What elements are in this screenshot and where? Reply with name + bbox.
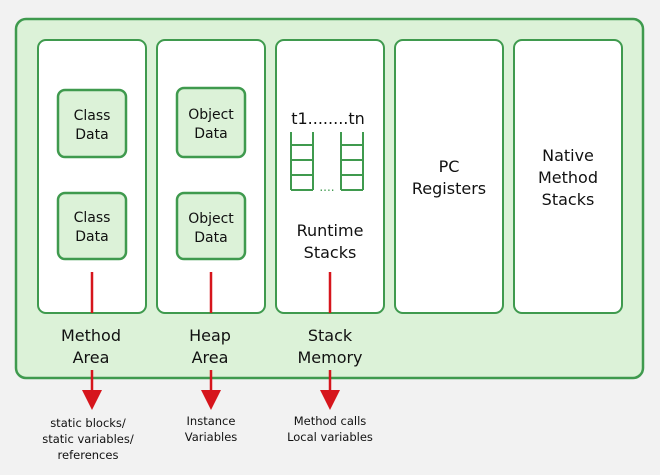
pc-registers-column [394, 39, 504, 314]
stack-ladder-icon [290, 132, 364, 191]
runtime-stacks-label: Stacks [304, 243, 357, 262]
class-data-box [56, 191, 128, 261]
native-method-stacks-column [513, 39, 623, 314]
method-area-label: Area [73, 348, 110, 367]
heap-area-note: Instance [187, 414, 236, 428]
stack-title: t1........tn [291, 109, 365, 128]
stack-memory-label: Memory [297, 348, 362, 367]
stack-memory-note: Local variables [287, 430, 373, 444]
pc-registers-label: Registers [412, 179, 486, 198]
pc-registers-label: PC [439, 157, 460, 176]
stack-memory-label: Stack [308, 326, 353, 345]
object-data-text: Data [194, 126, 227, 142]
object-data-box [175, 86, 247, 159]
heap-area-note: Variables [185, 430, 238, 444]
object-data-text: Data [194, 230, 227, 246]
stack-memory-note: Method calls [294, 414, 367, 428]
method-area-note: references [58, 448, 119, 462]
method-area-label: Method [61, 326, 121, 345]
object-data-text: Object [188, 107, 234, 123]
class-data-text: Class [74, 108, 111, 124]
class-data-box [56, 88, 128, 159]
class-data-text: Data [75, 127, 108, 143]
runtime-stacks-label: Runtime [297, 221, 364, 240]
method-area-note: static blocks/ [50, 416, 126, 430]
heap-area-label: Area [192, 348, 229, 367]
class-data-text: Data [75, 229, 108, 245]
object-data-box [175, 191, 247, 261]
class-data-text: Class [74, 210, 111, 226]
method-area-note: static variables/ [42, 432, 134, 446]
native-method-stacks-label: Stacks [542, 190, 595, 209]
native-method-stacks-label: Method [538, 168, 598, 187]
native-method-stacks-label: Native [542, 146, 594, 165]
heap-area-label: Heap [189, 326, 231, 345]
stack-gap-dots: .... [319, 180, 334, 194]
object-data-text: Object [188, 211, 234, 227]
